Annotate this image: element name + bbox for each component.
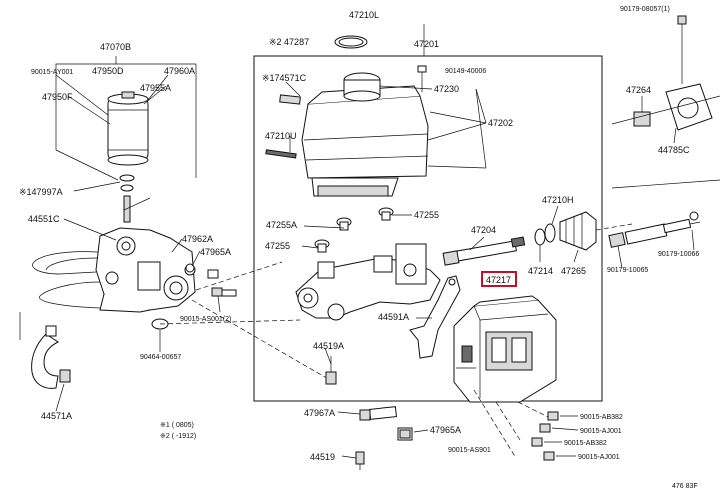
label-44591A: 44591A bbox=[378, 312, 409, 322]
label-90015-AB382-b: 90015-AB382 bbox=[564, 440, 607, 447]
label-47210U: 47210U bbox=[265, 131, 297, 141]
label-47950D: 47950D bbox=[92, 66, 124, 76]
label-44519: 44519 bbox=[310, 452, 335, 462]
label-47950F: 47950F bbox=[42, 92, 73, 102]
label-47210H: 47210H bbox=[542, 195, 574, 205]
label-47255A: 47255A bbox=[266, 220, 297, 230]
figure-code: 476 83F bbox=[672, 483, 698, 490]
label-47217: 47217 bbox=[486, 275, 511, 285]
mount-bolts bbox=[531, 411, 579, 461]
hose bbox=[31, 333, 59, 389]
footnote-1: ※1 ( 0805) bbox=[160, 422, 194, 429]
label-44551C: 44551C bbox=[28, 214, 60, 224]
label-47202: 47202 bbox=[488, 118, 513, 128]
label-47955A: 47955A bbox=[140, 83, 171, 93]
footnote-2: ※2 ( -1912) bbox=[160, 433, 196, 440]
label-47255-left: 47255 bbox=[265, 241, 290, 251]
label-47214: 47214 bbox=[528, 266, 553, 276]
label-90015-AY001: 90015-AY001 bbox=[31, 69, 73, 76]
label-147997A: ※147997A bbox=[19, 187, 63, 197]
label-90015-AJ001-b: 90015-AJ001 bbox=[578, 454, 620, 461]
label-90464-00657: 90464-00657 bbox=[140, 354, 181, 361]
label-174571C: ※174571C bbox=[262, 73, 307, 83]
highlight-box bbox=[481, 271, 517, 287]
label-47210L: 47210L bbox=[349, 10, 379, 20]
label-90179-08057: 90179-08057(1) bbox=[620, 6, 670, 13]
label-90179-10065: 90179-10065 bbox=[607, 267, 648, 274]
label-44571A: 44571A bbox=[41, 411, 72, 421]
label-47965A-bottom: 47965A bbox=[430, 425, 461, 435]
label-47962A: 47962A bbox=[182, 234, 213, 244]
sensor bbox=[633, 111, 651, 127]
brake-master-cylinder-frame bbox=[253, 55, 603, 402]
label-47960A: 47960A bbox=[164, 66, 195, 76]
label-47265: 47265 bbox=[561, 266, 586, 276]
label-90179-10066: 90179-10066 bbox=[658, 251, 699, 258]
reservoir bbox=[265, 65, 487, 197]
label-47070B: 47070B bbox=[100, 42, 131, 52]
lower-fittings bbox=[337, 406, 429, 470]
label-44785C: 44785C bbox=[658, 145, 690, 155]
label-90015-AB382-a: 90015-AB382 bbox=[580, 414, 623, 421]
master-cylinder bbox=[295, 207, 526, 385]
label-47230: 47230 bbox=[434, 84, 459, 94]
label-44519A: 44519A bbox=[313, 341, 344, 351]
label-90015-AJ001-a: 90015-AJ001 bbox=[580, 428, 622, 435]
label-47287: ※2 47287 bbox=[269, 37, 309, 47]
label-47967A: 47967A bbox=[304, 408, 335, 418]
actuator-47217 bbox=[453, 295, 557, 403]
boot bbox=[559, 211, 597, 251]
bracket bbox=[409, 275, 461, 359]
label-90149-40006: 90149-40006 bbox=[445, 68, 486, 75]
pushrod-assembly bbox=[608, 211, 701, 269]
label-47264: 47264 bbox=[626, 85, 651, 95]
label-90015-AS901: 90015-AS901 bbox=[448, 447, 491, 454]
label-90015-AS001-2: 90015-AS001(2) bbox=[180, 316, 231, 323]
accumulator bbox=[107, 97, 149, 161]
label-47201: 47201 bbox=[414, 39, 439, 49]
label-47255-top: 47255 bbox=[414, 210, 439, 220]
accumulator-group bbox=[19, 56, 237, 412]
label-47204: 47204 bbox=[471, 225, 496, 235]
label-47965A-top: 47965A bbox=[200, 247, 231, 257]
